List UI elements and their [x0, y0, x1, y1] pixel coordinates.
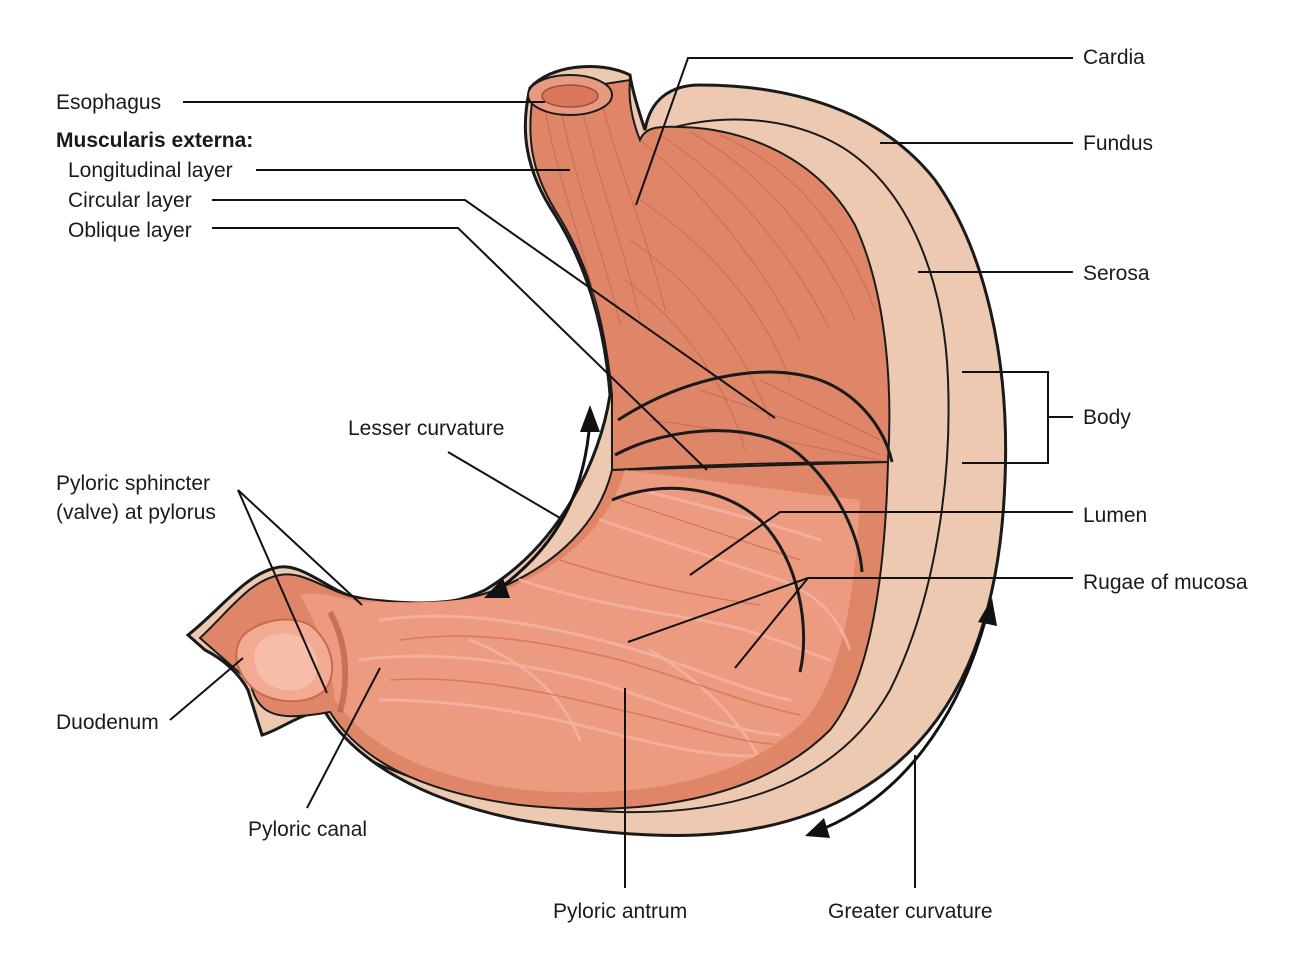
label-muscularis-externa: Muscularis externa: — [56, 129, 253, 152]
muscle-wall-upper — [529, 78, 891, 472]
leader-lines — [169, 57, 1073, 888]
circular-layer-cut-edge — [617, 370, 894, 463]
label-serosa: Serosa — [1083, 262, 1150, 285]
duodenum-inner — [254, 633, 318, 691]
mucosa-cut-edge — [611, 486, 806, 673]
mucosa-lining — [300, 470, 860, 793]
esophagus-lumen — [541, 84, 599, 108]
label-lesser-curvature: Lesser curvature — [348, 417, 504, 440]
label-rugae-of-mucosa: Rugae of mucosa — [1083, 571, 1248, 594]
label-greater-curvature: Greater curvature — [828, 900, 993, 923]
oblique-layer-cut-edge — [614, 429, 864, 573]
label-oblique-layer: Oblique layer — [68, 219, 192, 242]
label-pyloric-canal: Pyloric canal — [248, 818, 367, 841]
label-esophagus: Esophagus — [56, 91, 161, 114]
rugae-folds — [358, 488, 852, 762]
label-cardia: Cardia — [1083, 46, 1145, 69]
label-pyloric-sphincter-1: Pyloric sphincter — [56, 472, 210, 495]
label-lumen: Lumen — [1083, 504, 1147, 527]
label-pyloric-sphincter-2: (valve) at pylorus — [56, 501, 216, 524]
serosa-inner-line — [369, 118, 950, 814]
label-fundus: Fundus — [1083, 132, 1153, 155]
label-body: Body — [1083, 406, 1131, 429]
label-pyloric-antrum: Pyloric antrum — [553, 900, 687, 923]
lesser-curvature-arrow — [484, 405, 600, 598]
muscle-fibers — [544, 95, 886, 463]
label-duodenum: Duodenum — [56, 711, 159, 734]
label-circular-layer: Circular layer — [68, 189, 192, 212]
pyloric-sphincter — [327, 610, 349, 713]
label-longitudinal-layer: Longitudinal layer — [68, 159, 233, 182]
greater-curvature-arrow — [805, 598, 997, 838]
